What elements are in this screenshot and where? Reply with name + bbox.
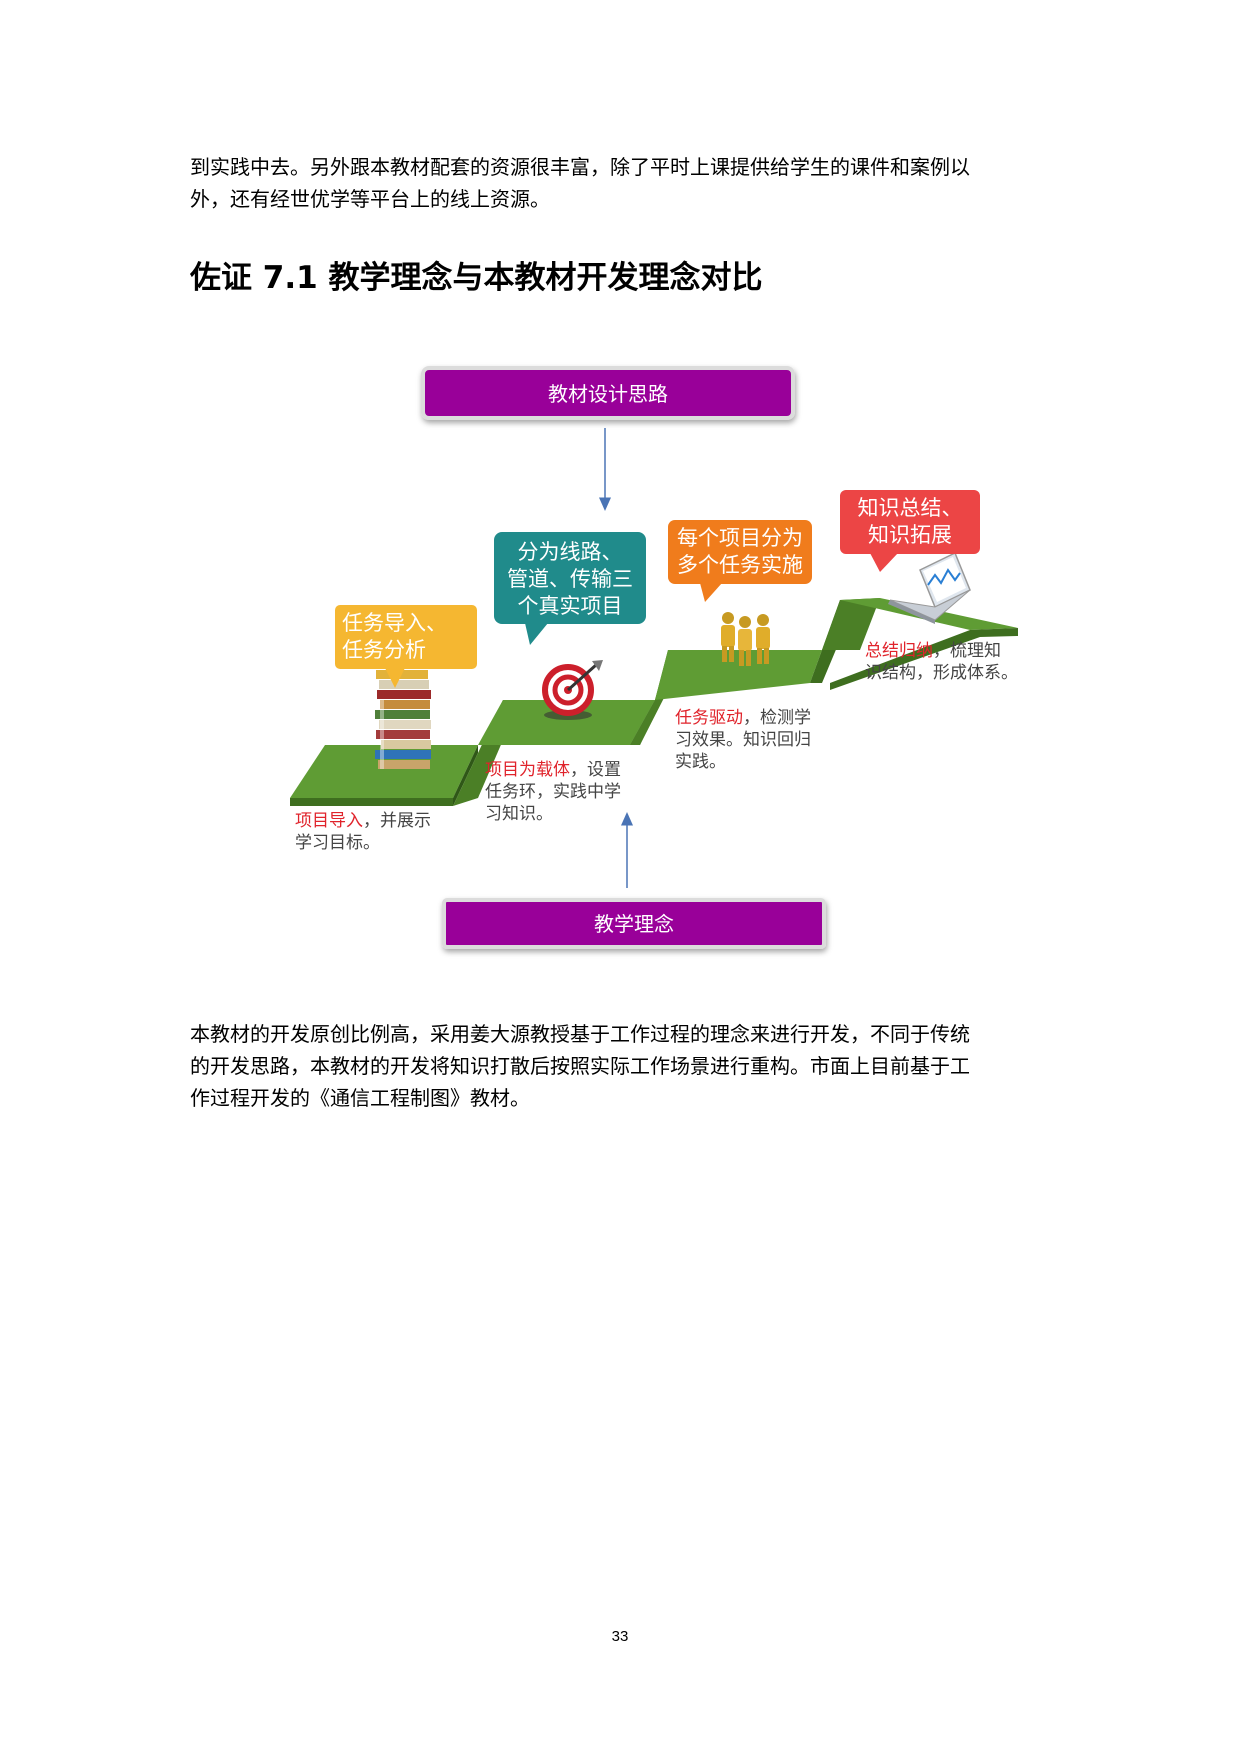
teaching-concept-diagram: 教材设计思路 <box>290 366 1018 949</box>
teaching-concept-label: 教学理念 <box>594 912 674 936</box>
callout-multi-tasks-line1: 每个项目分为 <box>677 526 803 550</box>
caption-step1: 项目导入，并展示 学习目标。 <box>295 811 431 853</box>
svg-text:任务驱动，检测学: 任务驱动，检测学 <box>675 708 811 728</box>
caption-step3: 任务驱动，检测学 习效果。知识回归 实践。 <box>675 708 811 772</box>
callout-three-projects-line1: 分为线路、 <box>518 540 623 564</box>
caption-step2-line3: 习知识。 <box>485 804 553 824</box>
svg-text:项目导入，并展示: 项目导入，并展示 <box>295 811 431 831</box>
section-heading: 佐证 7.1 教学理念与本教材开发理念对比 <box>190 260 763 296</box>
caption-step2-highlight: 项目为载体 <box>485 760 570 780</box>
intro-line-2: 外，还有经世优学等平台上的线上资源。 <box>190 187 550 211</box>
comparison-line-2: 的开发思路，本教材的开发将知识打散后按照实际工作场景进行重构。市面上目前基于工 <box>190 1054 970 1078</box>
laptop-chart-icon <box>888 551 971 624</box>
caption-step3-highlight: 任务驱动 <box>675 708 743 728</box>
callout-task-import-line2: 任务分析 <box>342 638 426 662</box>
caption-step2: 项目为载体，设置 任务环，实践中学 习知识。 <box>485 760 621 824</box>
caption-step3-rest: ，检测学 <box>743 708 811 728</box>
comparison-line-3: 作过程开发的《通信工程制图》教材。 <box>190 1086 530 1110</box>
callout-three-projects: 分为线路、 管道、传输三 个真实项目 <box>494 532 646 645</box>
caption-step4-line2: 识结构，形成体系。 <box>865 663 1018 683</box>
callout-knowledge-summary-line1: 知识总结、 <box>858 496 963 520</box>
caption-step3-line2: 习效果。知识回归 <box>675 730 811 750</box>
caption-step4-rest: ，梳理知 <box>933 641 1001 661</box>
target-dart-icon <box>542 660 603 720</box>
design-idea-label: 教材设计思路 <box>548 382 668 406</box>
staircase <box>290 598 1018 806</box>
design-idea-box: 教材设计思路 <box>421 366 795 420</box>
intro-line-1: 到实践中去。另外跟本教材配套的资源很丰富，除了平时上课提供给学生的课件和案例以 <box>190 155 970 179</box>
caption-step1-highlight: 项目导入 <box>295 811 363 831</box>
caption-step2-rest: ，设置 <box>570 760 621 780</box>
caption-step4-highlight: 总结归纳 <box>865 641 933 661</box>
svg-text:项目为载体，设置: 项目为载体，设置 <box>485 760 621 780</box>
callout-three-projects-line2: 管道、传输三 <box>507 567 633 591</box>
svg-text:总结归纳，梳理知: 总结归纳，梳理知 <box>865 641 1001 661</box>
caption-step1-line2: 学习目标。 <box>295 833 380 853</box>
callout-three-projects-line3: 个真实项目 <box>518 594 623 618</box>
callout-task-import: 任务导入、 任务分析 <box>335 605 477 688</box>
page-number: 33 <box>611 1628 629 1645</box>
callout-knowledge-summary-line2: 知识拓展 <box>868 523 952 547</box>
people-group-icon <box>721 612 770 666</box>
callout-multi-tasks: 每个项目分为 多个任务实施 <box>668 520 812 602</box>
comparison-paragraph: 本教材的开发原创比例高，采用姜大源教授基于工作过程的理念来进行开发，不同于传统 … <box>190 1018 1050 1114</box>
book-stack-icon <box>375 660 431 769</box>
callout-knowledge-summary: 知识总结、 知识拓展 <box>840 490 980 572</box>
caption-step4: 总结归纳，梳理知 识结构，形成体系。 <box>865 641 1018 683</box>
callout-task-import-line1: 任务导入、 <box>342 611 447 635</box>
callout-multi-tasks-line2: 多个任务实施 <box>677 553 803 577</box>
teaching-concept-box: 教学理念 <box>442 898 826 949</box>
caption-step2-line2: 任务环，实践中学 <box>485 782 621 802</box>
caption-step3-line3: 实践。 <box>675 752 726 772</box>
caption-step1-rest: ，并展示 <box>363 811 431 831</box>
intro-paragraph: 到实践中去。另外跟本教材配套的资源很丰富，除了平时上课提供给学生的课件和案例以 … <box>190 151 1050 215</box>
comparison-line-1: 本教材的开发原创比例高，采用姜大源教授基于工作过程的理念来进行开发，不同于传统 <box>190 1022 970 1046</box>
